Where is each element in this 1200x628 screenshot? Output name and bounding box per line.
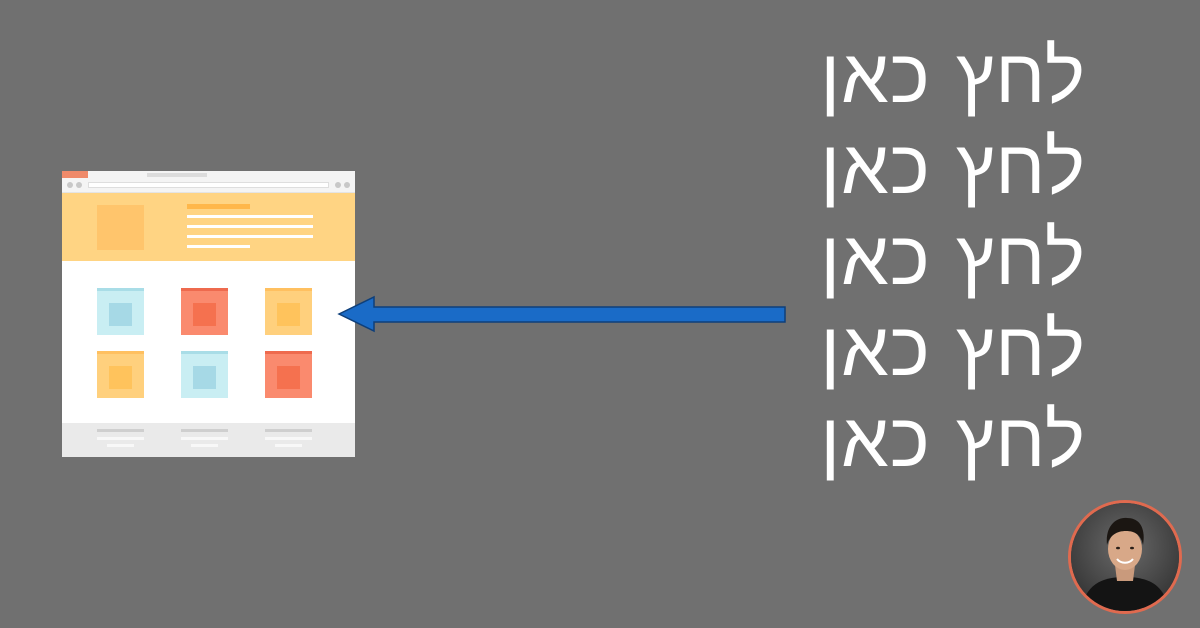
hero-title-bar xyxy=(187,204,250,209)
cta-line[interactable]: לחץ כאן xyxy=(820,31,1086,120)
cta-line[interactable]: לחץ כאן xyxy=(820,304,1086,393)
hero-text-line xyxy=(187,235,313,238)
avatar xyxy=(1068,500,1182,614)
content-tile xyxy=(97,351,144,398)
cta-text-stack[interactable]: לחץ כאן לחץ כאן לחץ כאן לחץ כאן לחץ כאן xyxy=(786,30,1086,485)
cta-line[interactable]: לחץ כאן xyxy=(820,213,1086,302)
browser-tab xyxy=(62,171,88,178)
hero-text-line xyxy=(187,215,313,218)
hero-text-line xyxy=(187,245,250,248)
content-tile xyxy=(265,351,312,398)
website-mockup-icon xyxy=(62,171,355,457)
content-tile xyxy=(181,288,228,335)
hero-text-line xyxy=(187,225,313,228)
cta-line[interactable]: לחץ כאן xyxy=(820,395,1086,484)
content-tile xyxy=(181,351,228,398)
cta-line[interactable]: לחץ כאן xyxy=(820,122,1086,211)
browser-tab-line xyxy=(147,173,207,177)
browser-dot xyxy=(344,182,350,188)
browser-dot xyxy=(67,182,73,188)
browser-dot xyxy=(76,182,82,188)
left-arrow-icon xyxy=(337,295,786,333)
content-tile xyxy=(97,288,144,335)
address-bar xyxy=(88,182,329,188)
browser-chrome xyxy=(62,171,355,193)
content-tile xyxy=(265,288,312,335)
browser-dot xyxy=(335,182,341,188)
hero-section xyxy=(62,193,355,261)
hero-image xyxy=(97,205,144,250)
footer-section xyxy=(62,423,355,457)
person-photo xyxy=(1071,503,1179,611)
